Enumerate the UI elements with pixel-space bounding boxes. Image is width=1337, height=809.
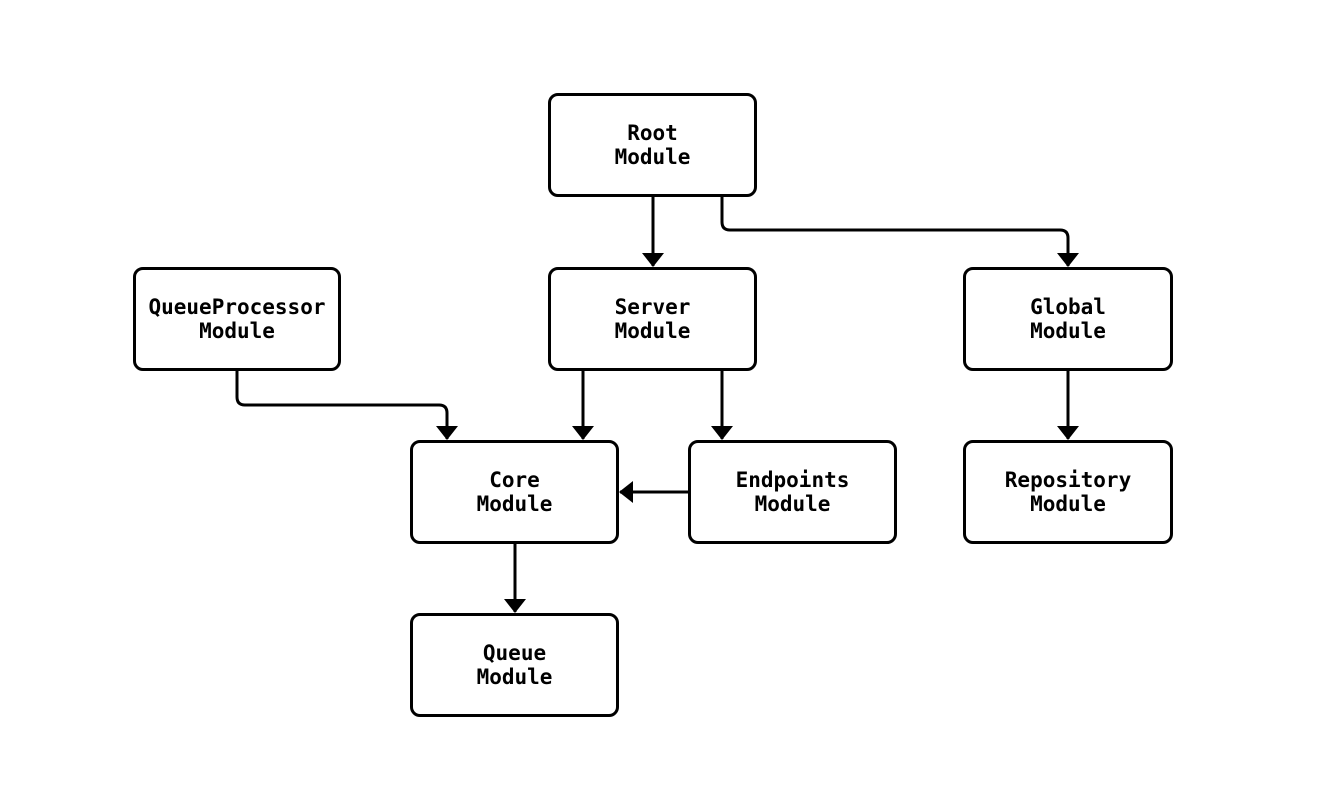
node-label-line1: Queue	[482, 641, 547, 665]
node-queue-module: Queue Module	[410, 613, 619, 717]
node-label-line1: Root	[627, 121, 678, 145]
node-label-line2: Module	[476, 665, 553, 689]
node-label-line2: Module	[614, 145, 691, 169]
node-label-line1: Global	[1030, 295, 1106, 319]
node-label-line2: Module	[614, 319, 691, 343]
node-global-module: Global Module	[963, 267, 1173, 371]
node-server-module: Server Module	[548, 267, 757, 371]
node-label-line2: Module	[754, 492, 831, 516]
node-label-line2: Module	[199, 319, 275, 343]
node-label-line2: Module	[1030, 492, 1106, 516]
node-core-module: Core Module	[410, 440, 619, 544]
node-label-line1: Endpoints	[735, 468, 850, 492]
node-repository-module: Repository Module	[963, 440, 1173, 544]
node-queueprocessor-module: QueueProcessor Module	[133, 267, 341, 371]
node-label-line1: Repository	[1004, 468, 1132, 492]
node-root-module: Root Module	[548, 93, 757, 197]
edge-root-to-global	[720, 197, 1079, 267]
node-label-line1: QueueProcessor	[148, 295, 326, 319]
node-label-line1: Core	[489, 468, 540, 492]
edge-queueprocessor-to-core	[235, 371, 458, 440]
node-label-line1: Server	[614, 295, 691, 319]
node-endpoints-module: Endpoints Module	[688, 440, 897, 544]
node-label-line2: Module	[476, 492, 553, 516]
node-label-line2: Module	[1030, 319, 1106, 343]
